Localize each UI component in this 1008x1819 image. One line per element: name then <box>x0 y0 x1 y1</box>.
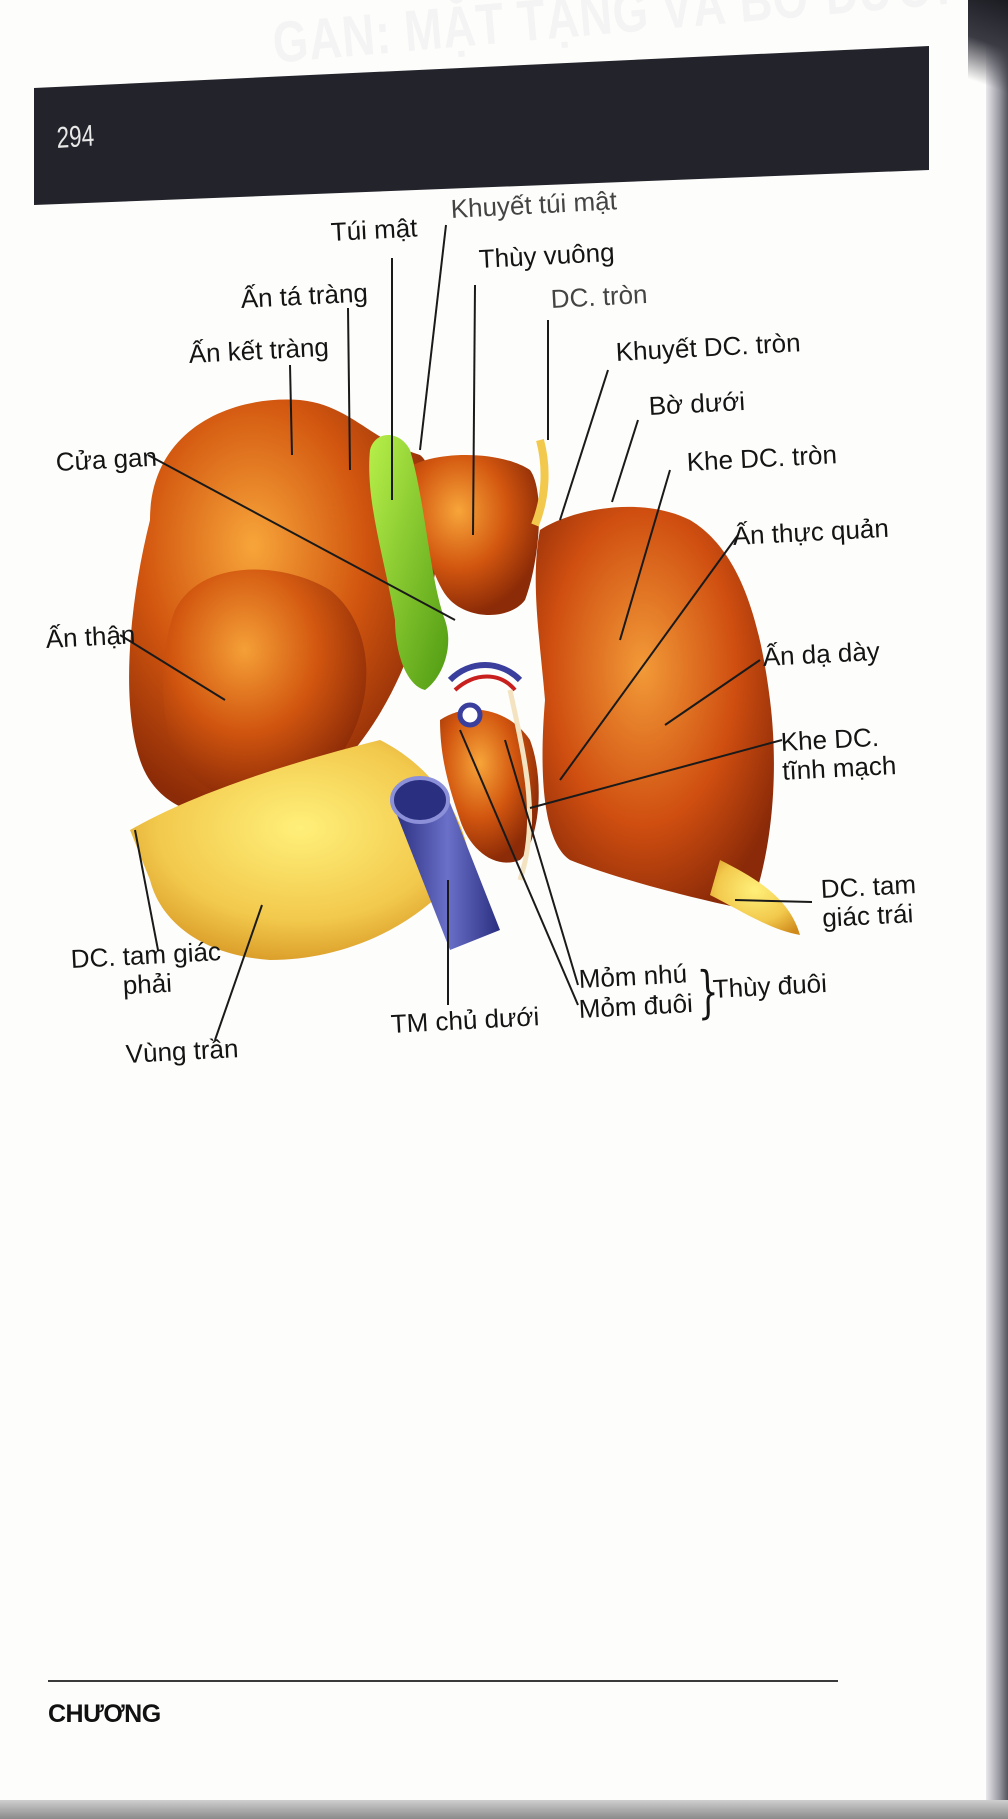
label-left-triangular-ligament: DC. tam giác trái <box>819 869 917 933</box>
hepatic-artery <box>453 674 517 692</box>
venous-fissure <box>507 689 533 881</box>
label-porta-hepatis: Cửa gan <box>54 441 158 477</box>
page-edge-shadow <box>986 0 1008 1819</box>
left-triangular-ligament <box>710 860 800 935</box>
label-round-ligament: DC. tròn <box>549 278 649 314</box>
label-bare-area: Vùng trần <box>124 1033 240 1069</box>
ivc-opening <box>390 776 450 824</box>
leader-lines <box>119 224 813 1041</box>
quadrate-lobe <box>405 455 540 615</box>
round-ligament <box>531 438 549 527</box>
label-venous-ligament-fissure: Khe DC. tĩnh mạch <box>779 721 898 786</box>
footer-chapter-label: CHƯƠNG <box>48 1700 161 1728</box>
page-corner-shadow <box>968 0 1008 110</box>
label-renal-impression: Ấn thận <box>44 619 137 654</box>
gallbladder <box>369 435 449 690</box>
label-duodenal-impression: Ấn tá tràng <box>239 277 369 314</box>
label-right-triangular-ligament: DC. tam giác phải <box>69 936 222 1000</box>
label-caudate-lobe: Thùy đuôi <box>711 968 828 1004</box>
bottom-page-shadow <box>0 1800 1008 1819</box>
inferior-vena-cava <box>395 790 500 950</box>
label-gallbladder: Túi mật <box>329 212 419 247</box>
bare-area <box>130 740 470 960</box>
hepatic-vessels <box>447 662 523 683</box>
label-caudate-process: Mỏm đuôi <box>577 988 694 1024</box>
label-inferior-border: Bờ dưới <box>647 385 746 421</box>
portal-vein <box>457 702 483 728</box>
left-lobe <box>535 506 774 910</box>
caudate-lobe <box>440 709 539 863</box>
renal-impression <box>163 569 367 801</box>
label-gastric-impression: Ấn dạ dày <box>761 635 881 672</box>
footer-divider <box>48 1680 838 1682</box>
